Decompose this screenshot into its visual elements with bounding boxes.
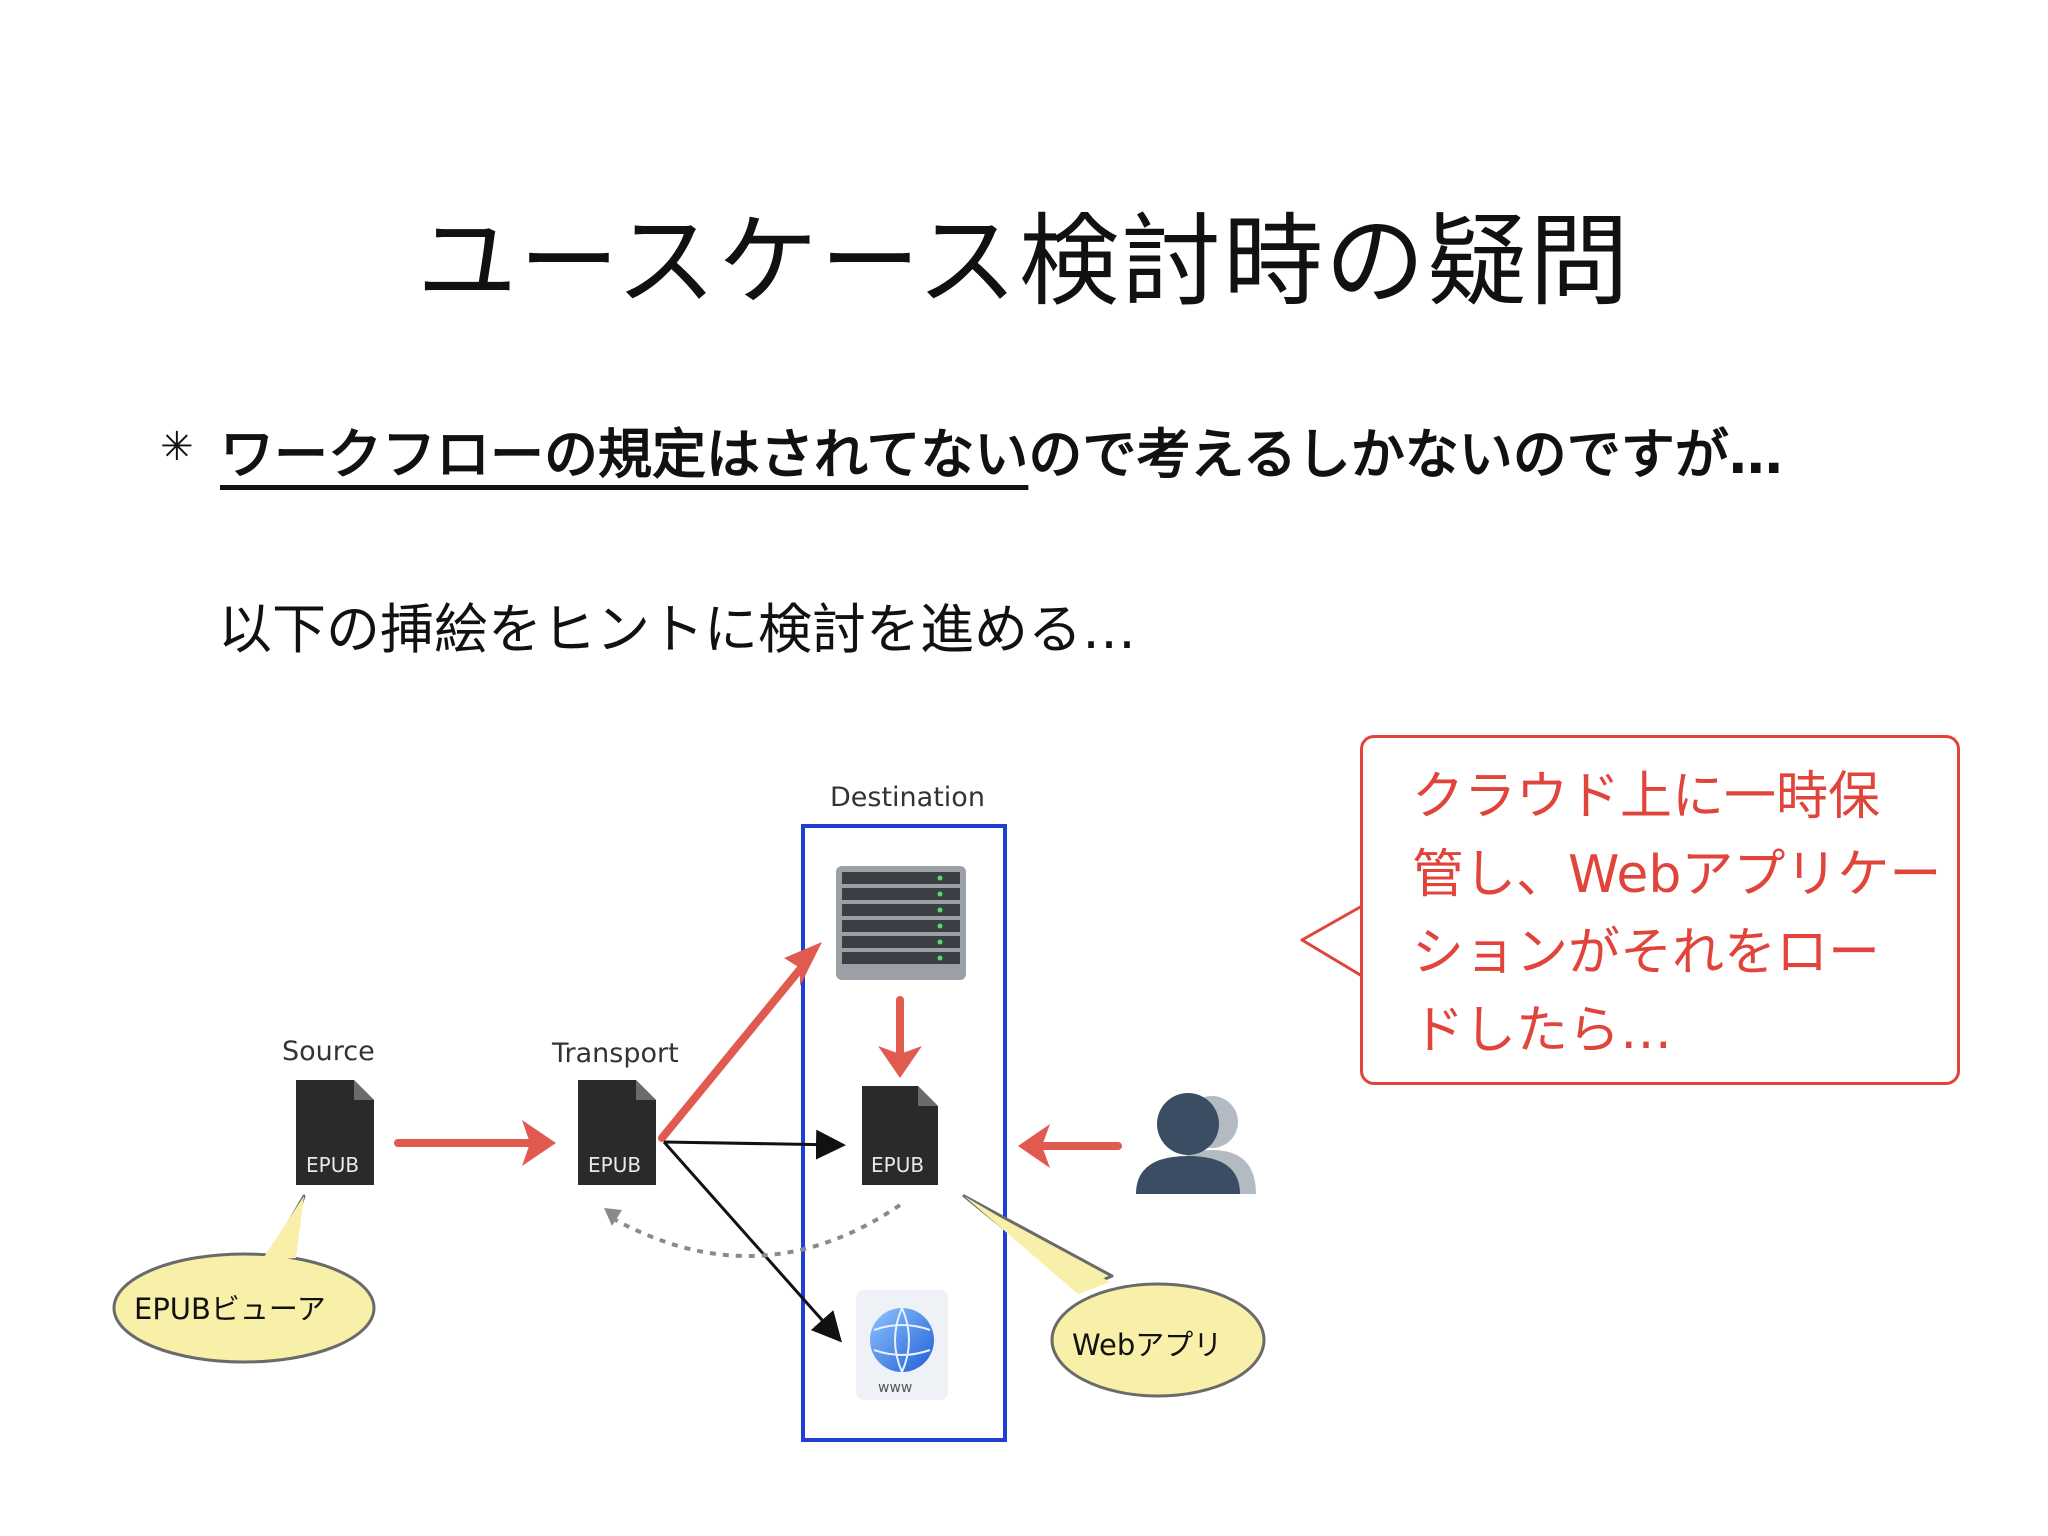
transport-to-server-arrow	[658, 958, 810, 1142]
epub-viewer-callout	[112, 1194, 376, 1364]
www-label: www	[878, 1380, 912, 1396]
return-dashed-arrow	[611, 1203, 902, 1258]
bullet-star-icon: ✳	[160, 424, 194, 470]
source-epub-file-icon: EPUB	[296, 1080, 374, 1185]
note-line: ションがそれをロー	[1412, 923, 1881, 983]
transport-to-web-arrow	[662, 1141, 842, 1343]
red-arrows	[394, 942, 1122, 1168]
transport-epub-file-icon: EPUB	[578, 1080, 656, 1185]
note-pointer	[1300, 904, 1363, 978]
destination-epub-label: EPUB	[871, 1153, 924, 1177]
person-user-icon	[1136, 1093, 1256, 1194]
destination-frame	[801, 824, 1007, 1442]
source-to-transport-arrow-head	[522, 1120, 556, 1166]
note-line: ドしたら…	[1412, 1001, 1673, 1061]
return-dashed-arrow-head	[604, 1208, 622, 1226]
destination-epub-file-icon: EPUB	[862, 1086, 938, 1185]
note-text: クラウド上に一時保 管し、Webアプリケー ションがそれをロー ドしたら…	[1412, 758, 1972, 1070]
slide-title: ユースケース検討時の疑問	[417, 203, 1631, 320]
web-app-callout-text: Webアプリ	[1072, 1328, 1223, 1362]
bullet-text: ワークフローの規定はされてないので考えるしかないのですが…	[220, 410, 1783, 489]
destination-label: Destination	[830, 782, 985, 813]
web-globe-icon: www	[856, 1290, 948, 1400]
source-label: Source	[282, 1036, 375, 1067]
server-icon	[836, 866, 966, 980]
note-line: クラウド上に一時保	[1412, 767, 1881, 827]
transport-to-server-arrow-head	[784, 942, 822, 986]
hint-text: 以下の挿絵をヒントに検討を進める…	[218, 598, 1136, 661]
user-to-epub-arrow-head	[1018, 1124, 1050, 1168]
note-box	[1360, 735, 1960, 1085]
transport-label: Transport	[552, 1038, 679, 1069]
note-line: 管し、Webアプリケー	[1412, 845, 1942, 905]
epub-viewer-callout-text: EPUBビューア	[134, 1292, 326, 1326]
source-epub-label: EPUB	[306, 1153, 359, 1177]
web-app-callout	[962, 1194, 1266, 1398]
transport-to-epub-arrow	[663, 1129, 846, 1160]
transport-epub-label: EPUB	[588, 1153, 641, 1177]
bullet-rest-text: ので考えるしかないのですが…	[1028, 423, 1783, 486]
server-to-epub-arrow-head	[878, 1046, 922, 1078]
bullet-underlined-text: ワークフローの規定はされてない	[220, 423, 1029, 486]
